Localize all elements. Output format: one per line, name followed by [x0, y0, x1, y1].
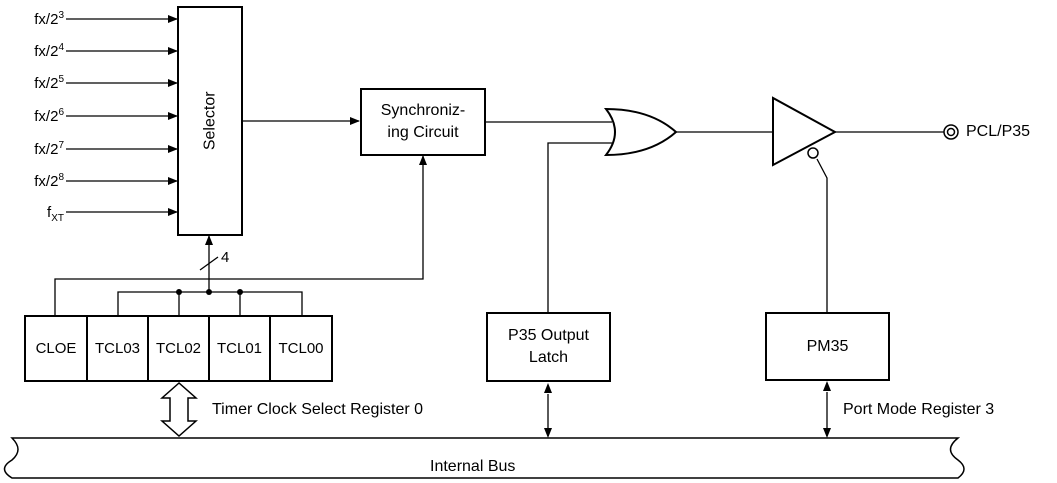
buffer-enable-bubble: [807, 147, 819, 159]
register-cell-tcl01: TCL01: [208, 315, 271, 382]
input-label: fx/23: [34, 10, 64, 28]
port-mode-register-label: Port Mode Register 3: [843, 401, 995, 418]
input-label: fXT: [47, 204, 64, 224]
or-gate-shape: [603, 107, 678, 157]
latch-to-or-line: [547, 142, 612, 312]
buffer-shape: [772, 96, 838, 167]
input-label: fx/27: [34, 140, 64, 158]
pm35-bus-arrow-down: [823, 428, 831, 438]
pm35-bus-arrow-up: [823, 381, 831, 391]
cloe-to-sync-line: [54, 155, 427, 315]
sync-label-line2: ing Circuit: [387, 124, 459, 141]
tcs-register-label: Timer Clock Select Register 0: [212, 401, 424, 418]
register-cell-cloe: CLOE: [24, 315, 88, 382]
input-lines: [66, 15, 178, 216]
latch-label-line2: Latch: [528, 349, 569, 366]
internal-bus-shape: [3, 437, 965, 479]
junction-dot: [237, 289, 243, 295]
pm35-to-buffer-line: [816, 158, 828, 312]
p35-output-latch-block: P35 Output Latch: [486, 312, 611, 382]
register-cell-tcl00: TCL00: [269, 315, 333, 382]
output-pin-inner: [946, 127, 956, 137]
register-cell-tcl02: TCL02: [147, 315, 210, 382]
input-label: fx/24: [34, 42, 64, 60]
latch-label-line1: P35 Output: [508, 327, 589, 345]
output-pin-label: PCL/P35: [966, 123, 1031, 140]
latch-bus-arrow-up: [544, 383, 552, 393]
register-bus-arrow: [160, 381, 198, 438]
bus-width-label: 4: [221, 249, 230, 266]
selector-label: Selector: [201, 91, 219, 151]
junction-dot: [176, 289, 182, 295]
selector-block: Selector: [177, 6, 243, 236]
synchronizing-circuit-block: Synchroniz- ing Circuit: [360, 88, 486, 156]
internal-bus-label: Internal Bus: [430, 458, 516, 475]
input-label: fx/28: [34, 172, 64, 190]
latch-bus-arrow-down: [544, 428, 552, 438]
register-cell-tcl03: TCL03: [86, 315, 149, 382]
pm35-block: PM35: [765, 312, 890, 381]
sync-label-line1: Synchroniz-: [380, 102, 466, 120]
input-label: fx/25: [34, 74, 64, 92]
input-label: fx/26: [34, 107, 64, 125]
tcl-collector-line: [117, 291, 303, 315]
pm35-label: PM35: [806, 337, 849, 355]
bus-width-slash: [199, 256, 219, 271]
